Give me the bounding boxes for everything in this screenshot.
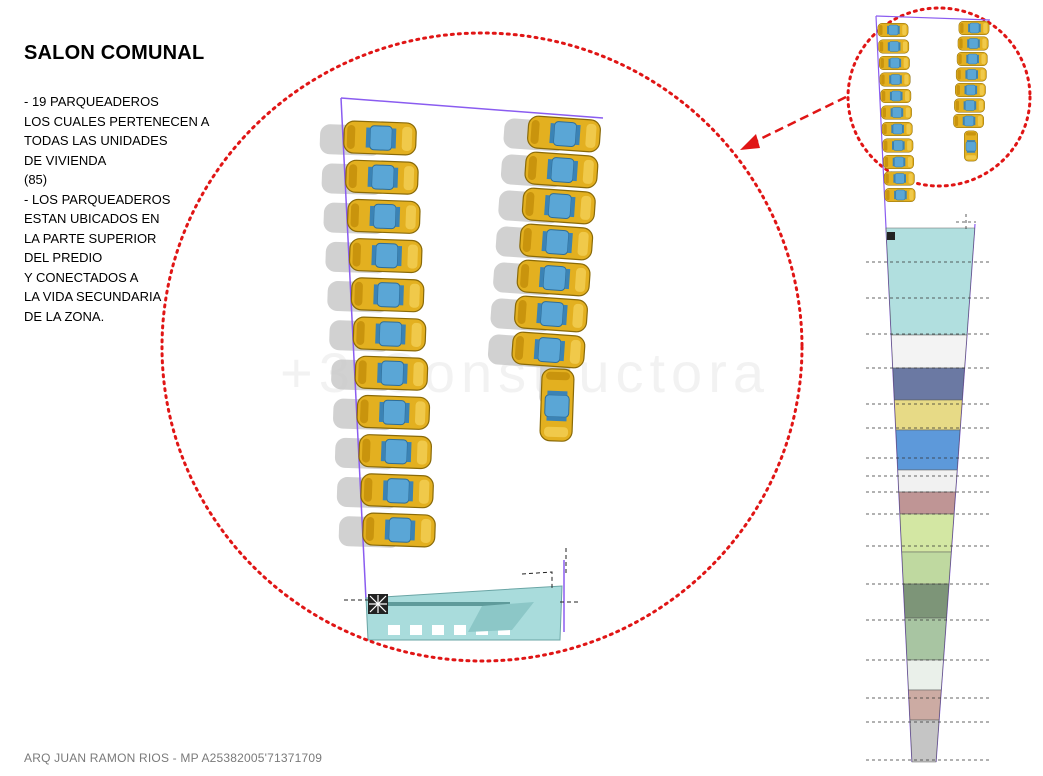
car-icon — [878, 39, 910, 54]
car-icon — [515, 258, 592, 298]
note-line: DE VIVIENDA — [24, 152, 107, 168]
car-icon — [526, 114, 602, 154]
car-icon — [523, 150, 600, 190]
overview-parking — [877, 21, 990, 202]
note-line: TODAS LAS UNIDADES — [24, 133, 168, 148]
car-icon — [953, 114, 984, 128]
overview-building-blocks — [885, 227, 976, 763]
note-line: - LOS PARQUEADEROS — [24, 191, 171, 207]
building-block — [894, 399, 963, 431]
building-block — [890, 334, 968, 369]
note-line: LA VIDA SECUNDARIA — [24, 289, 162, 304]
detail-callout-circle — [160, 31, 804, 663]
page-title: SALON COMUNAL — [24, 42, 205, 64]
car-icon — [518, 222, 594, 262]
callout-arrow-icon — [740, 95, 847, 150]
car-icon — [882, 138, 914, 153]
author-credit: ARQ JUAN RAMON RIOS - MP A25382005'71371… — [24, 751, 323, 765]
building-block — [906, 659, 944, 691]
car-icon — [879, 72, 911, 87]
note-line: - 19 PARQUEADEROS — [24, 94, 159, 109]
building-block — [901, 551, 952, 585]
car-icon — [954, 98, 985, 113]
car-icon — [877, 23, 909, 37]
building-block — [908, 689, 942, 721]
building-block — [897, 469, 958, 493]
car-icon — [356, 394, 431, 431]
car-icon — [883, 171, 915, 186]
parking-spaces — [342, 114, 602, 548]
car-icon — [513, 294, 589, 334]
parking-detail-view — [319, 97, 604, 641]
car-icon — [955, 83, 986, 97]
car-icon — [881, 105, 912, 120]
car-icon — [346, 198, 421, 235]
car-icon — [881, 122, 913, 136]
car-icon — [883, 155, 914, 169]
source-callout-circle — [846, 6, 1032, 188]
note-line: LOS CUALES PERTENECEN A — [24, 113, 210, 129]
car-icon — [879, 56, 910, 70]
car-icon — [348, 237, 423, 274]
car-icon — [352, 316, 427, 352]
car-icon — [510, 330, 587, 370]
building-block — [898, 491, 956, 515]
car-icon — [539, 367, 575, 443]
note-line: DEL PREDIO — [24, 250, 103, 265]
car-icon — [350, 276, 425, 313]
car-icon — [354, 355, 429, 392]
car-icon — [957, 36, 989, 51]
note-line: (85) — [24, 172, 48, 187]
car-icon — [521, 186, 597, 226]
building-block — [895, 429, 961, 471]
building-block — [885, 227, 976, 336]
building-block — [909, 719, 940, 763]
car-icon — [344, 159, 420, 196]
note-line: LA PARTE SUPERIOR — [24, 230, 157, 246]
car-icon — [342, 120, 418, 156]
car-icon — [359, 472, 435, 509]
parking-notes: - 19 PARQUEADEROS LOS CUALES PERTENECEN … — [24, 92, 224, 326]
car-icon — [964, 130, 978, 162]
building-block — [903, 583, 950, 619]
building-block — [892, 367, 965, 401]
car-icon — [361, 512, 437, 548]
car-icon — [955, 67, 987, 82]
car-icon — [884, 188, 916, 202]
car-icon — [958, 21, 990, 35]
note-line: ESTAN UBICADOS EN — [24, 211, 160, 226]
stair-icon — [368, 594, 388, 614]
car-icon — [956, 52, 988, 66]
overview-site-plan — [866, 15, 992, 763]
stair-icon — [887, 232, 895, 240]
building-block — [904, 617, 947, 661]
lot-boundary — [340, 97, 604, 119]
car-icon — [880, 89, 912, 103]
note-line: DE LA ZONA. — [24, 308, 105, 324]
note-line: Y CONECTADOS A — [24, 269, 139, 285]
car-icon — [358, 433, 433, 470]
